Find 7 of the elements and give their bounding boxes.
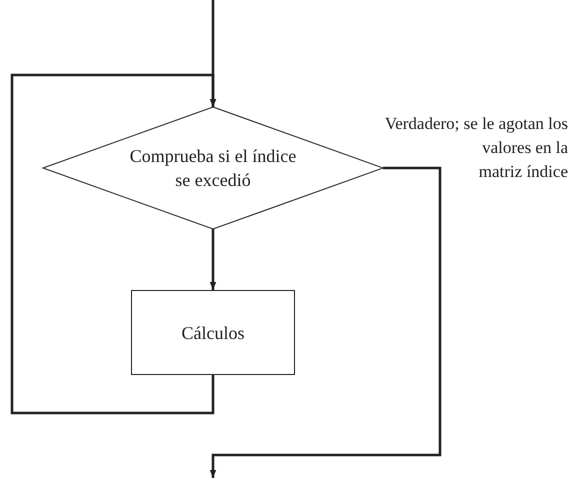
process-box: [131, 290, 295, 375]
edge-label: Verdadero; se le agotan los valores en la matriz índice: [384, 113, 568, 183]
arrow: [10, 74, 216, 414]
node-text: Cálculos: [182, 322, 244, 344]
arrow: [210, 229, 216, 290]
node-text: Comprueba si el índice se excedió: [128, 145, 298, 192]
arrow: [210, 166, 442, 478]
